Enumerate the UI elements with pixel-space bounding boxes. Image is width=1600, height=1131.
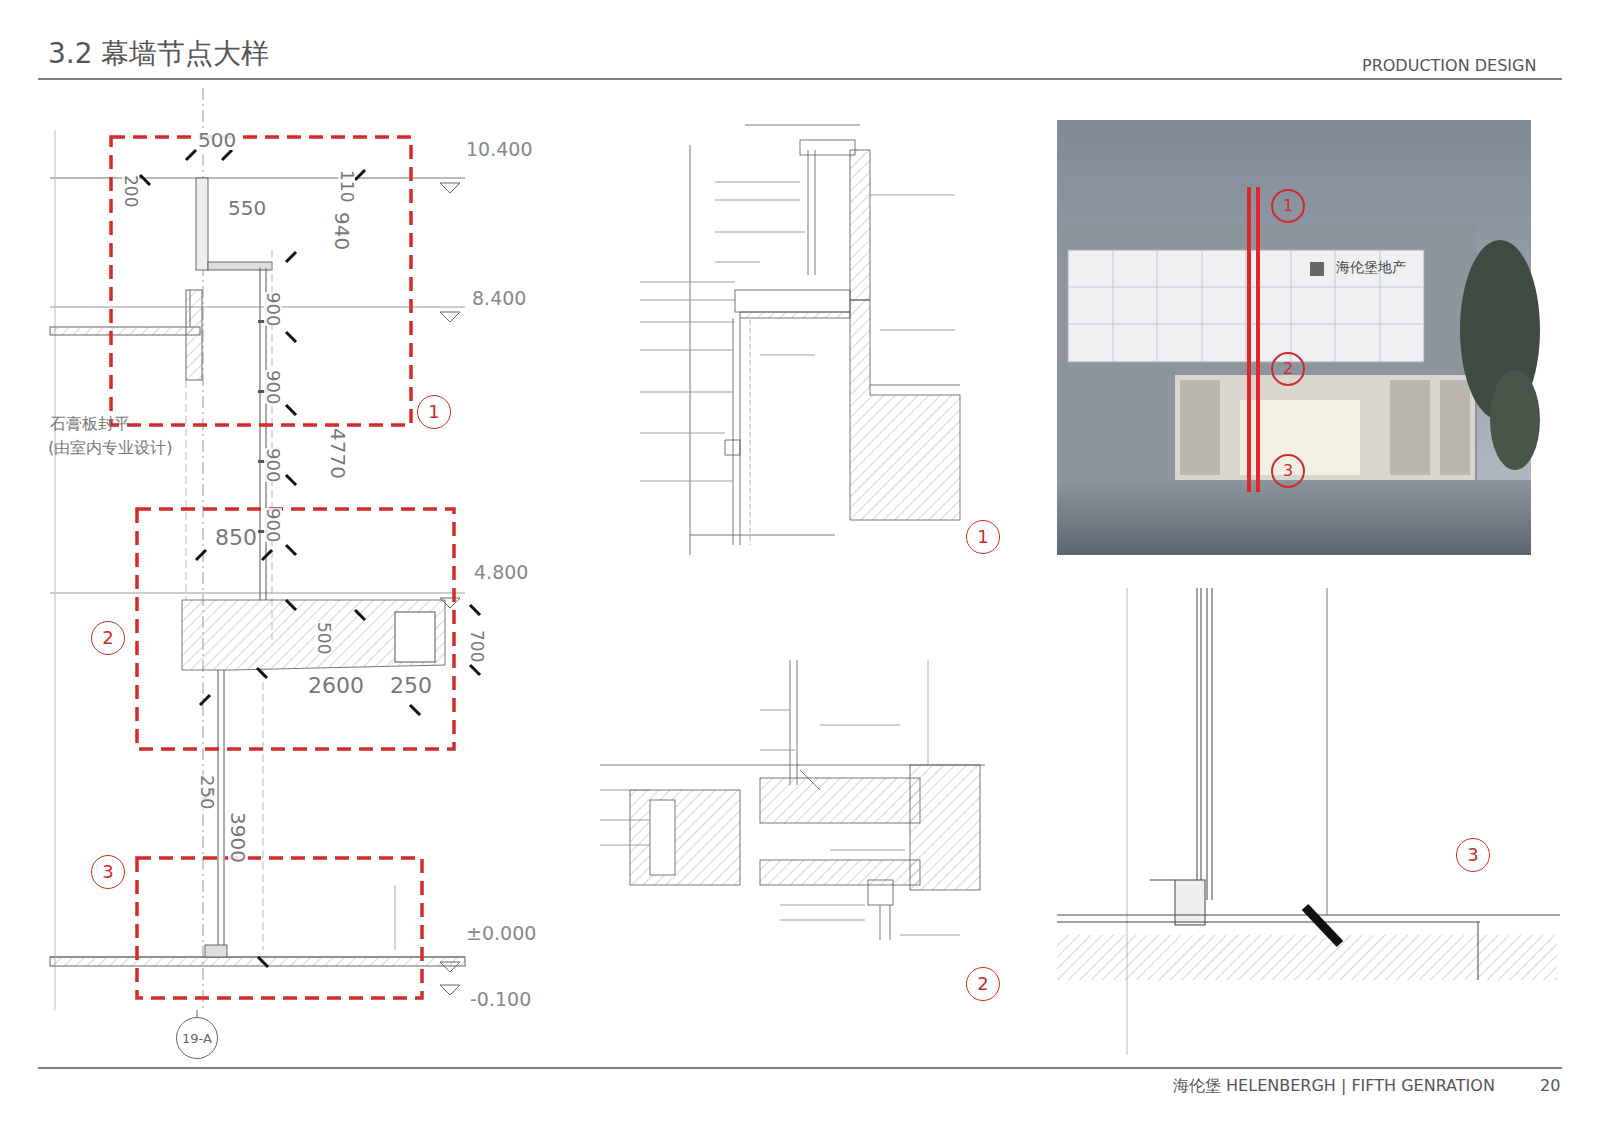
- page-title: 3.2 幕墙节点大样: [48, 40, 269, 68]
- dimension: 110: [338, 170, 355, 202]
- dimension: 500: [198, 130, 236, 150]
- callout-number: 3: [91, 855, 125, 889]
- node-text: 1: [428, 403, 439, 421]
- callout-number: 1: [966, 520, 1000, 554]
- node-text: 1: [977, 528, 988, 546]
- dimension: 200: [122, 175, 139, 207]
- level-mark: 4.800: [474, 563, 528, 582]
- dimension: 850: [215, 527, 257, 549]
- dimension: 3900: [228, 812, 248, 863]
- note-text: (由室内专业设计): [48, 440, 172, 456]
- node-text: 1: [1283, 198, 1293, 214]
- callout-number: 2: [1271, 352, 1305, 386]
- level-mark: 8.400: [472, 289, 526, 308]
- sign-text: 海伦堡地产: [1336, 260, 1406, 274]
- dimension: 2600: [308, 675, 364, 697]
- dimension: 500: [315, 622, 332, 654]
- node-text: 3: [1283, 463, 1293, 479]
- dimension: 940: [332, 212, 352, 250]
- node-text: 19-A: [182, 1032, 212, 1045]
- dimension: 250: [390, 675, 432, 697]
- level-mark: -0.100: [470, 990, 531, 1009]
- callout-number: 3: [1456, 838, 1490, 872]
- dimension: 250: [198, 775, 216, 809]
- node-text: 3: [1467, 846, 1478, 864]
- page-number: 20: [1540, 1078, 1560, 1094]
- callout-number: 1: [417, 395, 451, 429]
- node-text: 2: [977, 975, 988, 993]
- dimension: 4770: [328, 428, 348, 479]
- note-text: 石膏板封平: [50, 416, 130, 432]
- level-mark: 10.400: [466, 140, 532, 159]
- dimension: 900: [264, 370, 282, 404]
- dimension: 900: [264, 448, 282, 482]
- dimension: 700: [468, 630, 485, 662]
- axis-bubble: 19-A: [176, 1017, 218, 1059]
- node-text: 2: [102, 629, 113, 647]
- node-text: 3: [102, 863, 113, 881]
- footer-text: 海伦堡 HELENBERGH | FIFTH GENRATION: [1173, 1078, 1495, 1094]
- callout-number: 1: [1271, 189, 1305, 223]
- section-tag: PRODUCTION DESIGN: [1362, 58, 1536, 74]
- node-text: 2: [1283, 361, 1293, 377]
- dimension: 900: [264, 508, 282, 542]
- callout-number: 2: [966, 967, 1000, 1001]
- level-mark: ±0.000: [466, 924, 536, 943]
- callout-number: 3: [1271, 454, 1305, 488]
- dimension: 550: [228, 198, 266, 218]
- dimension: 900: [264, 292, 282, 326]
- callout-number: 2: [91, 621, 125, 655]
